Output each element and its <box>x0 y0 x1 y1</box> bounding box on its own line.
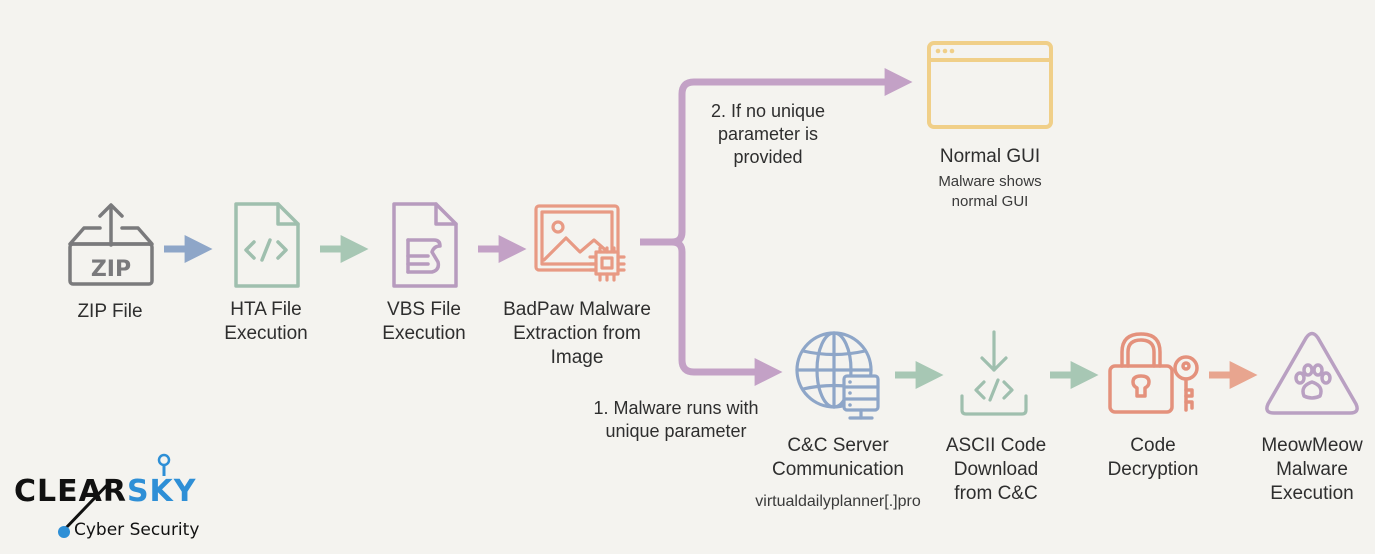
label-line: Execution <box>382 323 466 344</box>
label-line: Execution <box>1270 483 1354 504</box>
label-line: 2. If no unique <box>710 101 826 121</box>
label-line: Download <box>953 459 1039 480</box>
label-line: normal GUI <box>951 193 1029 210</box>
label-line: virtualdailyplanner[.]pro <box>755 493 921 510</box>
svg-text:ZIP: ZIP <box>91 257 131 282</box>
node-label-meow: MeowMeow Malware Execution <box>1261 434 1362 506</box>
label-line: Communication <box>772 459 904 480</box>
label-line: BadPaw Malware <box>503 299 651 320</box>
label-line: provided <box>733 147 803 167</box>
node-label-decrypt: Code Decryption <box>1108 434 1199 482</box>
logo-tagline: Cyber Security <box>74 520 200 540</box>
label-line: unique parameter <box>605 421 747 441</box>
label-line: HTA File <box>230 299 302 320</box>
clearsky-logo: CLEARSKY Cyber Security <box>14 452 224 548</box>
label-line: Normal GUI <box>939 146 1041 167</box>
label-line: Malware shows <box>938 173 1042 190</box>
label-line: Image <box>550 347 604 368</box>
label-line: VBS File <box>387 299 461 320</box>
paw-warning-icon <box>1265 331 1359 415</box>
label-line: 1. Malware runs with <box>593 398 759 418</box>
label-line: Execution <box>224 323 308 344</box>
browser-window-icon <box>927 41 1053 129</box>
label-line: Malware <box>1276 459 1348 480</box>
branch-label-no-parameter: 2. If no unique parameter is provided <box>711 100 825 169</box>
label-line: Decryption <box>1107 459 1199 480</box>
branch-connector-lower <box>671 238 783 386</box>
globe-server-icon <box>795 331 880 420</box>
label-line: Extraction from <box>513 323 641 344</box>
node-label-badpaw: BadPaw Malware Extraction from Image <box>503 298 651 370</box>
node-label-gui: Normal GUI <box>940 145 1040 169</box>
label-line: MeowMeow <box>1261 435 1363 456</box>
script-file-icon <box>392 202 458 288</box>
lock-key-icon <box>1108 332 1199 414</box>
label-line: from C&C <box>954 483 1038 504</box>
logo-word-clear: CLEAR <box>14 474 127 509</box>
image-chip-icon <box>534 204 626 282</box>
label-line: ZIP File <box>77 301 143 322</box>
node-label-hta: HTA File Execution <box>224 298 307 346</box>
label-line: C&C Server <box>787 435 889 456</box>
logo-circuit-mark <box>58 453 171 538</box>
zip-archive-icon: ZIP <box>68 203 154 286</box>
node-label-ascii: ASCII Code Download from C&C <box>946 434 1046 506</box>
node-sublabel-cc-domain: virtualdailyplanner[.]pro <box>755 492 920 512</box>
logo-word-sky: SKY <box>126 474 197 509</box>
logo-wordmark: CLEARSKY <box>14 474 197 509</box>
label-line: parameter is <box>717 124 819 144</box>
label-line: Code <box>1130 435 1176 456</box>
node-label-vbs: VBS File Execution <box>382 298 465 346</box>
node-sublabel-gui: Malware shows normal GUI <box>938 172 1041 212</box>
node-label-cc: C&C Server Communication <box>772 434 904 482</box>
code-download-icon <box>960 330 1028 416</box>
code-file-icon <box>234 202 300 288</box>
node-label-zip: ZIP File <box>77 300 142 324</box>
label-line: ASCII Code <box>945 435 1047 456</box>
branch-label-unique-parameter: 1. Malware runs with unique parameter <box>593 397 758 443</box>
